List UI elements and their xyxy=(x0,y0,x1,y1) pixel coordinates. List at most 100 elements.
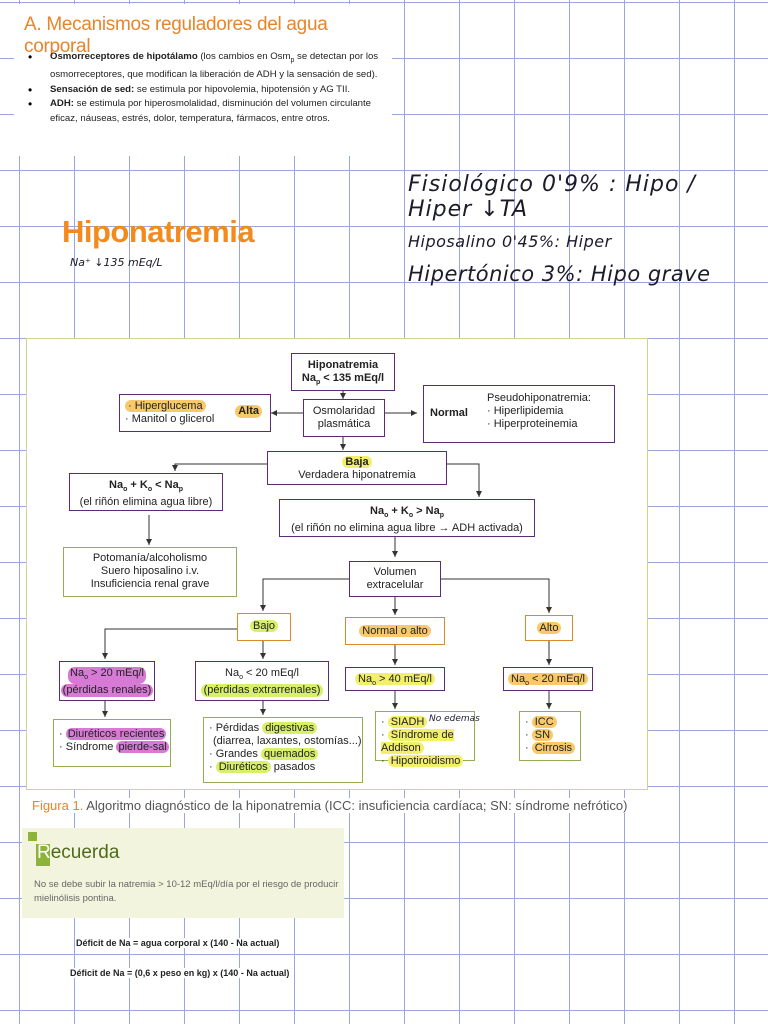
na-gt-40-box: Nao > 40 mEq/l xyxy=(345,667,445,691)
box-label: (diarrea, laxantes, ostomías...) xyxy=(213,735,362,747)
renal-free-water-box: Nao + Ko < Nap (el riñón elimina agua li… xyxy=(69,473,223,511)
diureticos-box: · Diuréticos recientes · Síndrome pierde… xyxy=(53,719,171,767)
recuerda-text: No se debe subir la natremia > 10-12 mEq… xyxy=(34,879,339,904)
list-item: Sensación de sed: se estimula por hipovo… xyxy=(24,83,384,98)
normal-o-alto-box: Normal o alto xyxy=(345,617,445,645)
item-sub: p xyxy=(290,56,295,64)
root-hiponatremia-box: Hiponatremia Nap < 135 mEq/l xyxy=(291,353,395,391)
arrow xyxy=(441,578,552,613)
box-label: Síndrome xyxy=(65,741,117,753)
box-label: (el riñón elimina agua libre) xyxy=(79,496,213,509)
box-label: Normal o alto xyxy=(359,625,431,637)
box-label: Diuréticos xyxy=(215,761,271,773)
flowchart-arrows xyxy=(102,391,552,727)
list-item: ADH: se estimula por hiperosmolalidad, d… xyxy=(24,97,384,126)
osmolaridad-box: Osmolaridad plasmática xyxy=(303,399,385,437)
arrow xyxy=(172,463,267,471)
item-title: Sensación de sed: xyxy=(50,83,135,95)
caption-label: Figura 1. xyxy=(32,798,84,813)
figure-caption: Figura 1. Algoritmo diagnóstico de la hi… xyxy=(32,798,628,813)
arrow xyxy=(102,628,237,659)
box-label: Nao + Ko > Nap xyxy=(370,505,444,520)
box-label: (pérdidas extrarrenales) xyxy=(200,684,324,698)
handwritten-note-hiposalino: Hiposalino 0'45%: Hiper xyxy=(408,232,612,251)
item-text: se estimula por hipovolemia, hipotensión… xyxy=(134,83,351,95)
box-label: Hipotiroidismo xyxy=(387,755,464,767)
arrow xyxy=(447,463,482,497)
handwritten-note-hipertonico: Hipertónico 3%: Hipo grave xyxy=(408,262,711,286)
handwritten-note-fisiologico: Fisiológico 0'9% : Hipo / Hiper ↓TA xyxy=(408,172,696,222)
arrow xyxy=(260,578,349,611)
box-label: plasmática xyxy=(317,418,371,430)
handwritten-no-edemas: No edemas xyxy=(429,714,480,724)
bajo-box: Bajo xyxy=(237,613,291,641)
na-lt-20-box: Nao < 20 mEq/l xyxy=(503,667,593,691)
box-label: Nao > 20 mEq/l xyxy=(68,667,146,685)
normal-label: Normal xyxy=(430,407,468,419)
box-label: Suero hiposalino i.v. xyxy=(100,565,200,577)
alto-box: Alto xyxy=(525,615,573,641)
item-text: se detectan por los osmorreceptores, que… xyxy=(50,51,379,81)
box-label: · Manitol o glicerol xyxy=(125,413,215,425)
potomania-box: Potomanía/alcoholismo Suero hiposalino i… xyxy=(63,547,237,597)
item-title: Osmorreceptores de hipotálamo xyxy=(50,51,198,62)
pseudohiponatremia-box: Normal Pseudohiponatremia: · Hiperlipide… xyxy=(423,385,615,443)
flowchart-figure: Hiponatremia Nap < 135 mEq/l · Hipergluc… xyxy=(26,338,648,790)
digestive-losses-box: · Pérdidas digestivas (diarrea, laxantes… xyxy=(203,717,363,783)
box-label: pierde-sal xyxy=(116,741,169,753)
recuerda-title: Recuerda xyxy=(37,842,120,863)
recuerda-marker-icon xyxy=(28,832,37,841)
box-label: Potomanía/alcoholismo xyxy=(92,552,208,564)
alta-label: Alta xyxy=(235,405,262,418)
volumen-extracelular-box: Volumen extracelular xyxy=(349,561,441,597)
box-label: Volumen xyxy=(373,566,417,578)
box-label: quemados xyxy=(260,748,319,760)
icc-box: · ICC · SN · Cirrosis xyxy=(519,711,581,761)
page-title: Hiponatremia xyxy=(62,214,255,249)
item-text: se estimula por hiperosmolalidad, dismin… xyxy=(50,98,372,124)
box-label: Síndrome de Addison xyxy=(381,729,454,754)
handwritten-note-na: Na⁺ ↓135 mEq/L xyxy=(70,256,163,269)
mechanisms-list: Osmorreceptores de hipotálamo (los cambi… xyxy=(24,50,384,126)
box-label: SN xyxy=(531,729,554,741)
box-label: · Hiperglucema xyxy=(125,400,206,412)
box-label: digestivas xyxy=(262,722,318,734)
box-label: Nao < 20 mEq/l xyxy=(225,667,299,682)
box-label: SIADH xyxy=(387,716,428,728)
list-item: Osmorreceptores de hipotálamo (los cambi… xyxy=(24,50,384,83)
box-label: Bajo xyxy=(249,620,279,632)
adh-activated-box: Nao + Ko > Nap (el riñón no elimina agua… xyxy=(279,499,535,537)
box-label: ICC xyxy=(531,716,557,728)
box-label: Alto xyxy=(536,622,562,634)
box-label: Nao > 40 mEq/l xyxy=(355,673,435,687)
renal-losses-box: Nao > 20 mEq/l (pérdidas renales) xyxy=(59,661,155,701)
hyperglucemia-box: · Hiperglucema · Manitol o glicerol Alta xyxy=(119,394,271,432)
box-label: Verdadera hiponatremia xyxy=(298,469,416,481)
item-title: ADH: xyxy=(50,98,74,110)
extrarenal-losses-box: Nao < 20 mEq/l (pérdidas extrarrenales) xyxy=(195,661,329,701)
box-label: Pseudohiponatremia: xyxy=(487,392,591,404)
box-label: Insuficiencia renal grave xyxy=(90,578,210,590)
box-label: Nao < 20 mEq/l xyxy=(508,673,588,687)
box-label: Cirrosis xyxy=(531,742,576,754)
box-label: · Hiperproteinemia xyxy=(487,418,578,430)
box-label: Diuréticos recientes xyxy=(65,728,167,740)
box-label: (el riñón no elimina agua libre → ADH ac… xyxy=(291,522,523,535)
box-label: · Grandes xyxy=(209,748,261,760)
siadh-box: · SIADH · Síndrome de Addison · Hipotiro… xyxy=(375,711,475,767)
box-label: · Hiperlipidemia xyxy=(487,405,564,417)
box-label: (pérdidas renales) xyxy=(60,684,154,698)
baja-box: Baja Verdadera hiponatremia xyxy=(267,451,447,485)
box-label: extracelular xyxy=(366,579,424,591)
box-label: Hiponatremia xyxy=(307,359,379,371)
deficit-formula-2: Déficit de Na = (0,6 x peso en kg) x (14… xyxy=(70,968,290,978)
mechanisms-section: A. Mecanismos reguladores del agua corpo… xyxy=(14,4,392,156)
box-label: · Pérdidas xyxy=(209,722,263,734)
deficit-formula-1: Déficit de Na = agua corporal x (140 - N… xyxy=(76,938,280,948)
item-text: (los cambios en Osm xyxy=(197,51,291,62)
box-label: Osmolaridad xyxy=(312,405,376,417)
box-label: Baja xyxy=(342,456,372,468)
box-label: pasados xyxy=(270,761,316,773)
caption-text: Algoritmo diagnóstico de la hiponatremia… xyxy=(83,798,628,813)
box-label: Nao + Ko < Nap xyxy=(109,479,183,494)
